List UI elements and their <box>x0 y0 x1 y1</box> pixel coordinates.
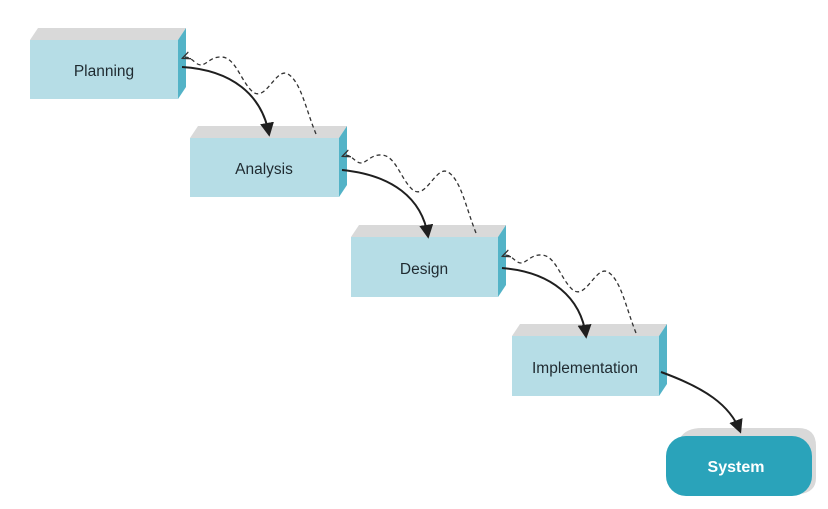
stage-label-planning: Planning <box>74 63 134 80</box>
arrow-implementation-to-system <box>660 371 743 434</box>
stage-box-design: Design <box>351 225 506 297</box>
stage-label-analysis: Analysis <box>235 161 293 178</box>
system-label: System <box>708 459 765 476</box>
stage-box-analysis: Analysis <box>190 126 347 197</box>
stage-label-design: Design <box>400 261 448 278</box>
feedback-implementation-to-design <box>503 255 637 334</box>
feedback-arrows <box>183 57 637 334</box>
feedback-analysis-to-planning <box>183 57 317 135</box>
feedback-design-to-analysis <box>343 155 477 234</box>
stage-label-implementation: Implementation <box>532 360 638 377</box>
forward-arrows <box>181 66 743 434</box>
arrow-analysis-to-design <box>341 169 434 239</box>
arrow-design-to-implementation <box>501 267 592 339</box>
arrow-planning-to-analysis <box>181 66 274 137</box>
system-output: System <box>666 428 816 496</box>
stage-box-planning: Planning <box>30 28 186 99</box>
stage-box-implementation: Implementation <box>512 324 667 396</box>
